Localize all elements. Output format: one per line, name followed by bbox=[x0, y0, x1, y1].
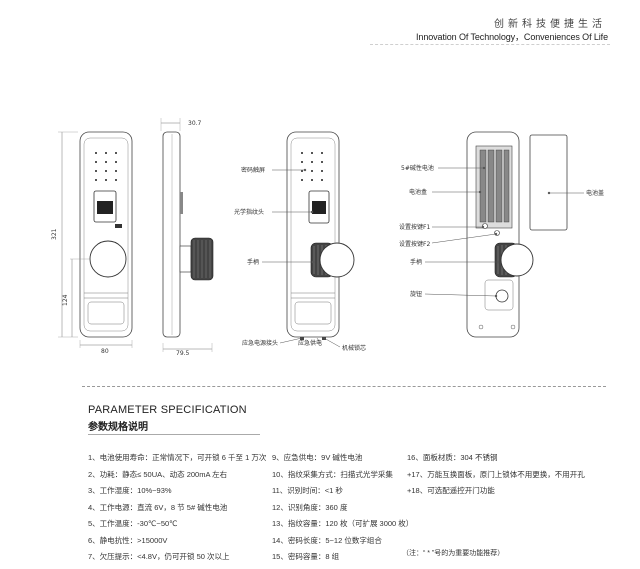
callout-emergency-supply: 应急供电 bbox=[298, 339, 322, 347]
thumb-turn-knob bbox=[495, 289, 509, 303]
callout-set-key-f1: 设置按键F1 bbox=[399, 223, 430, 231]
spec-item: 13、指纹容量：120 枚（可扩展 3000 枚） bbox=[272, 519, 414, 528]
spec-item: 7、欠压提示：<4.8V，仍可开锁 50 次以上 bbox=[88, 552, 230, 561]
back-view: 5#碱性电池 电池盒 设置按键F1 设置按键F2 手柄 旋钮 电池盖 bbox=[399, 131, 604, 338]
lock-body-outline-2 bbox=[286, 131, 340, 338]
dimension-depth-top-label: 30.7 bbox=[188, 120, 202, 127]
batteries bbox=[479, 149, 510, 223]
spec-item: 2、功耗：静态≤ 50UA、动态 200mA 左右 bbox=[88, 469, 228, 479]
callout-battery-box: 电池盒 bbox=[409, 188, 427, 196]
callout-handle-front: 手柄 bbox=[247, 258, 259, 266]
spec-list-column-1: 1、电池使用寿命：正常情况下，可开锁 6 千至 1 万次 2、功耗：静态≤ 50… bbox=[88, 453, 266, 569]
spec-item: 3、工作湿度：10%~93% bbox=[88, 486, 172, 495]
callout-mechanical-lock: 机械锁芯 bbox=[342, 344, 366, 352]
header-divider bbox=[370, 44, 610, 45]
handle-knob-3d bbox=[319, 242, 355, 278]
spec-item: 14、密码长度：5~12 位数字组合 bbox=[272, 535, 382, 545]
spec-item: 12、识别角度：360 度 bbox=[272, 502, 348, 512]
brand-logo bbox=[115, 224, 122, 228]
callout-password-panel: 密码触屏 bbox=[241, 166, 265, 174]
spec-item: 4、工作电源：直流 6V，8 节 5# 碱性电池 bbox=[88, 502, 228, 512]
spec-item: 9、应急供电：9V 碱性电池 bbox=[272, 453, 363, 462]
side-fingerprint-bump bbox=[180, 192, 183, 214]
fingerprint-window bbox=[97, 201, 113, 214]
spec-item: 11、识别时间：<1 秒 bbox=[272, 486, 343, 495]
dimension-height-label: 321 bbox=[51, 228, 58, 240]
spec-item: 15、密码容量：8 组 bbox=[272, 552, 340, 561]
param-title-underline bbox=[88, 434, 260, 435]
dimension-side-depth-label: 79.5 bbox=[176, 350, 190, 357]
spec-item: 1、电池使用寿命：正常情况下，可开锁 6 千至 1 万次 bbox=[88, 453, 267, 462]
spec-item: 5、工作温度：-30℃~50℃ bbox=[88, 519, 178, 528]
callout-handle-back: 手柄 bbox=[410, 258, 422, 266]
dimension-handle-label: 124 bbox=[62, 294, 69, 306]
battery-cover bbox=[529, 134, 568, 231]
back-handle-knob bbox=[500, 243, 534, 277]
keypad-dots bbox=[95, 152, 117, 181]
product-drawings: 321 124 80 30.7 79.5 bbox=[51, 118, 604, 357]
dimension-width-label: 80 bbox=[101, 348, 109, 355]
callout-battery: 5#碱性电池 bbox=[401, 164, 434, 172]
spec-list-column-3: 16、面板材质：304 不锈钢 +17、万能互换面板，原门上锁体不用更换，不用开… bbox=[407, 453, 585, 503]
spec-item: 6、静电抗性：>15000V bbox=[88, 535, 168, 545]
front-dimension-view: 321 124 80 bbox=[51, 131, 133, 355]
mechanical-keyhole bbox=[322, 337, 326, 340]
callout-fingerprint: 光学指纹头 bbox=[234, 208, 264, 216]
lock-body-inner bbox=[83, 137, 129, 332]
param-title-chinese: 参数规格说明 bbox=[88, 422, 148, 433]
slogan-english: Innovation Of Technology，Conveniences Of… bbox=[416, 32, 608, 42]
emergency-port bbox=[300, 337, 304, 340]
spec-list-column-2: 9、应急供电：9V 碱性电池 10、指纹采集方式：扫描式光学采集 11、识别时间… bbox=[272, 453, 413, 569]
section-divider bbox=[82, 386, 606, 387]
front-labeled-view: 密码触屏 光学指纹头 手柄 应急电源接头 应急供电 机械锁芯 bbox=[234, 131, 366, 352]
side-body bbox=[162, 131, 181, 338]
side-view: 30.7 79.5 bbox=[160, 118, 214, 357]
lock-body-outline bbox=[79, 131, 133, 338]
callout-battery-cover: 电池盖 bbox=[586, 189, 604, 197]
spec-item: 10、指纹采集方式：扫描式光学采集 bbox=[272, 469, 393, 479]
slogan-chinese: 创新科技便捷生活 bbox=[494, 19, 606, 30]
param-title-english: PARAMETER SPECIFICATION bbox=[88, 404, 247, 416]
spec-item: 16、面板材质：304 不锈钢 bbox=[407, 453, 498, 462]
spec-item: +17、万能互换面板，原门上锁体不用更换，不用开孔 bbox=[407, 469, 585, 479]
callout-knob: 旋钮 bbox=[410, 290, 422, 298]
keypad-dots-2 bbox=[301, 152, 323, 181]
spec-item: +18、可选配遥控开门功能 bbox=[407, 486, 495, 495]
footnote: （注：“ * ”号的为重要功能推荐） bbox=[402, 550, 505, 557]
callout-emergency-power: 应急电源接头 bbox=[242, 339, 278, 347]
handle-knob-front bbox=[89, 240, 127, 278]
callout-set-key-f2: 设置按键F2 bbox=[399, 240, 430, 248]
